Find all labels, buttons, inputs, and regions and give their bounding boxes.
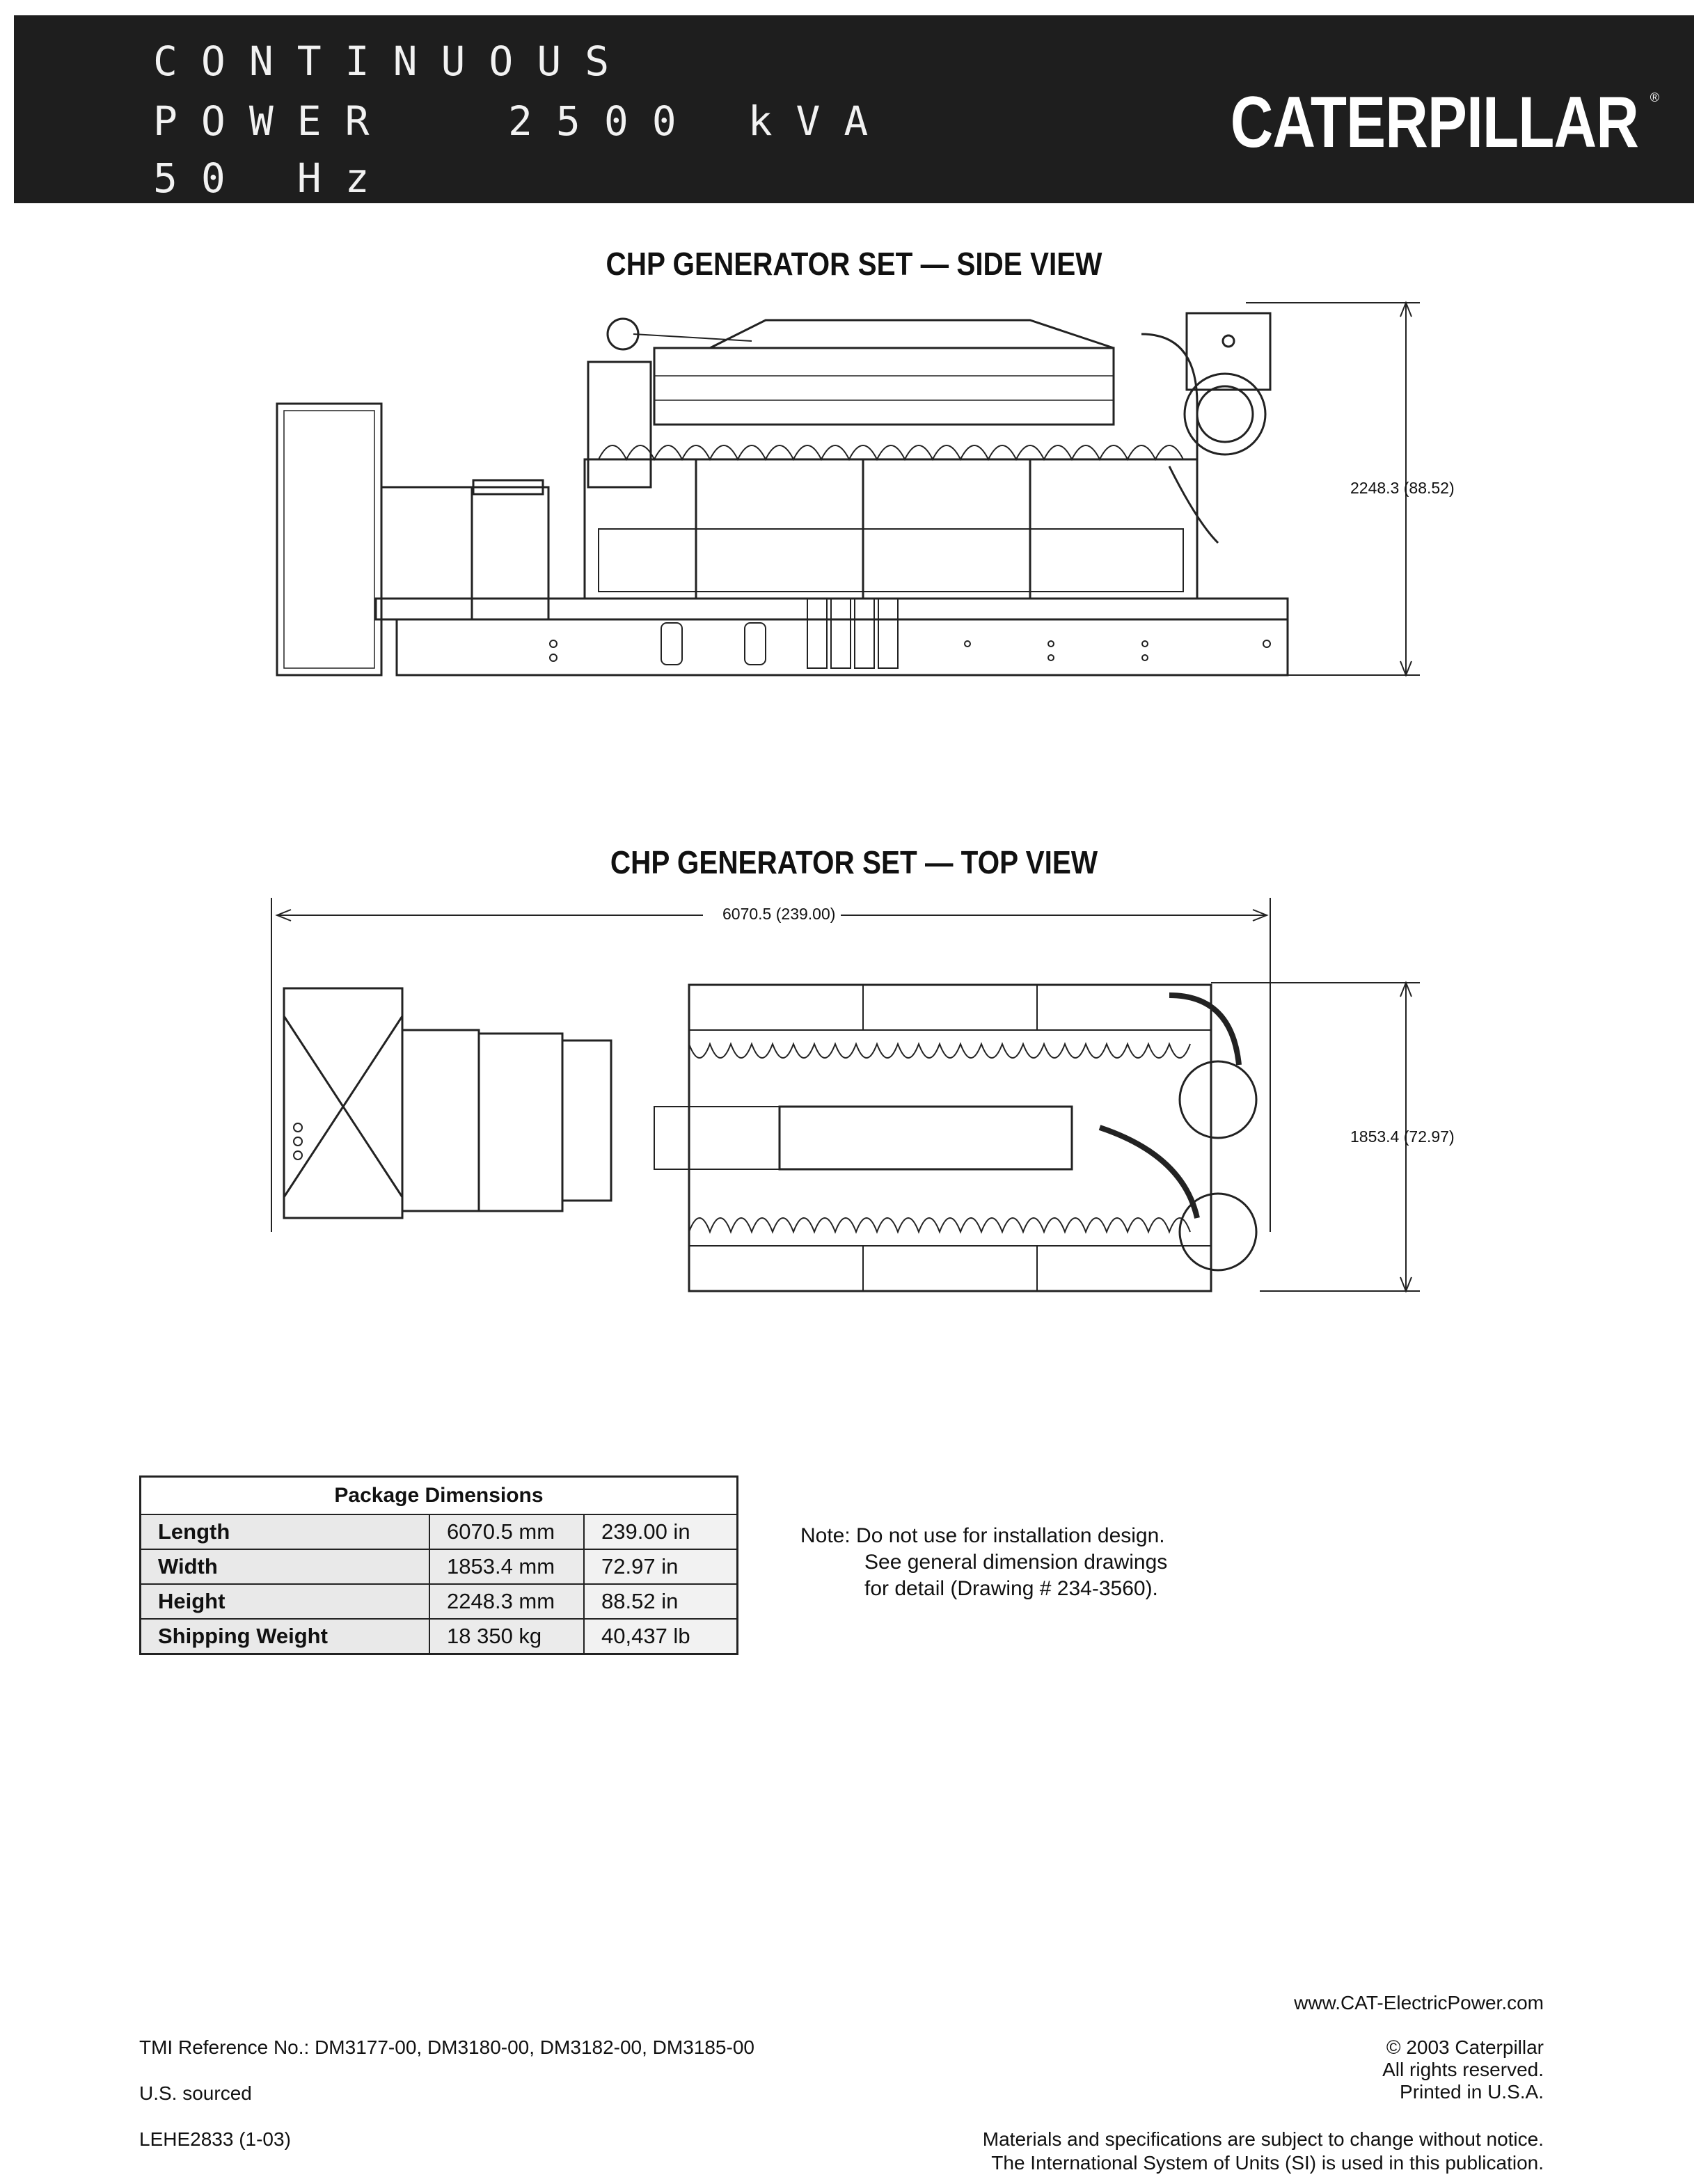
note-line-3: for detail (Drawing # 234-3560). bbox=[864, 1577, 1158, 1600]
row-label: Shipping Weight bbox=[139, 1618, 430, 1655]
top-view-drawing bbox=[264, 898, 1462, 1301]
website-link[interactable]: www.CAT-ElectricPower.com bbox=[1294, 1992, 1544, 2013]
table-row: Width 1853.4 mm 72.97 in bbox=[139, 1549, 738, 1585]
note-line-2: See general dimension drawings bbox=[864, 1551, 1168, 1574]
row-metric-value: 2248.3 mm bbox=[429, 1583, 585, 1620]
registered-mark: ® bbox=[1650, 90, 1659, 104]
row-metric-value: 1853.4 mm bbox=[429, 1549, 585, 1585]
header-band: CONTINUOUS POWER 2500 kVA 50 Hz CATERPIL… bbox=[14, 15, 1694, 203]
caterpillar-logo: CATERPILLAR bbox=[1230, 82, 1639, 163]
row-imperial-value: 88.52 in bbox=[583, 1583, 738, 1620]
table-title: Package Dimensions bbox=[139, 1475, 738, 1515]
top-width-dimension: 1853.4 (72.97) bbox=[1350, 1127, 1455, 1146]
copyright: © 2003 Caterpillar bbox=[1386, 2036, 1544, 2058]
document-number: LEHE2833 (1-03) bbox=[139, 2128, 291, 2150]
row-imperial-value: 239.00 in bbox=[583, 1514, 738, 1550]
table-row: Shipping Weight 18 350 kg 40,437 lb bbox=[139, 1618, 738, 1655]
row-imperial-value: 40,437 lb bbox=[583, 1618, 738, 1655]
rights-reserved: All rights reserved. bbox=[1382, 2059, 1544, 2080]
installation-note: Note: Do not use for installation design… bbox=[800, 1523, 1167, 1602]
row-label: Width bbox=[139, 1549, 430, 1585]
top-view-title: CHP GENERATOR SET — TOP VIEW bbox=[610, 844, 1098, 880]
row-metric-value: 6070.5 mm bbox=[429, 1514, 585, 1550]
disclaimer-line-2: The International System of Units (SI) i… bbox=[991, 2152, 1544, 2174]
package-dimensions-table: Package Dimensions Length 6070.5 mm 239.… bbox=[139, 1475, 738, 1655]
header-continuous: CONTINUOUS bbox=[153, 38, 633, 85]
printed-in: Printed in U.S.A. bbox=[1400, 2081, 1544, 2103]
row-imperial-value: 72.97 in bbox=[583, 1549, 738, 1585]
table-row: Height 2248.3 mm 88.52 in bbox=[139, 1583, 738, 1620]
row-label: Height bbox=[139, 1583, 430, 1620]
table-header-row: Package Dimensions bbox=[139, 1475, 738, 1515]
side-view-drawing bbox=[264, 292, 1462, 696]
header-rating: 2500 kVA bbox=[508, 97, 892, 145]
disclaimer-line-1: Materials and specifications are subject… bbox=[982, 2128, 1544, 2150]
sourcing-note: U.S. sourced bbox=[139, 2082, 252, 2104]
table-row: Length 6070.5 mm 239.00 in bbox=[139, 1514, 738, 1550]
tmi-reference: TMI Reference No.: DM3177-00, DM3180-00,… bbox=[139, 2036, 754, 2058]
top-length-dimension: 6070.5 (239.00) bbox=[717, 905, 841, 924]
row-metric-value: 18 350 kg bbox=[429, 1618, 585, 1655]
row-label: Length bbox=[139, 1514, 430, 1550]
side-height-dimension: 2248.3 (88.52) bbox=[1350, 479, 1455, 497]
header-frequency: 50 Hz bbox=[153, 155, 393, 202]
header-power: POWER bbox=[153, 97, 393, 145]
note-line-1: Note: Do not use for installation design… bbox=[800, 1524, 1165, 1547]
side-view-title: CHP GENERATOR SET — SIDE VIEW bbox=[606, 246, 1102, 282]
